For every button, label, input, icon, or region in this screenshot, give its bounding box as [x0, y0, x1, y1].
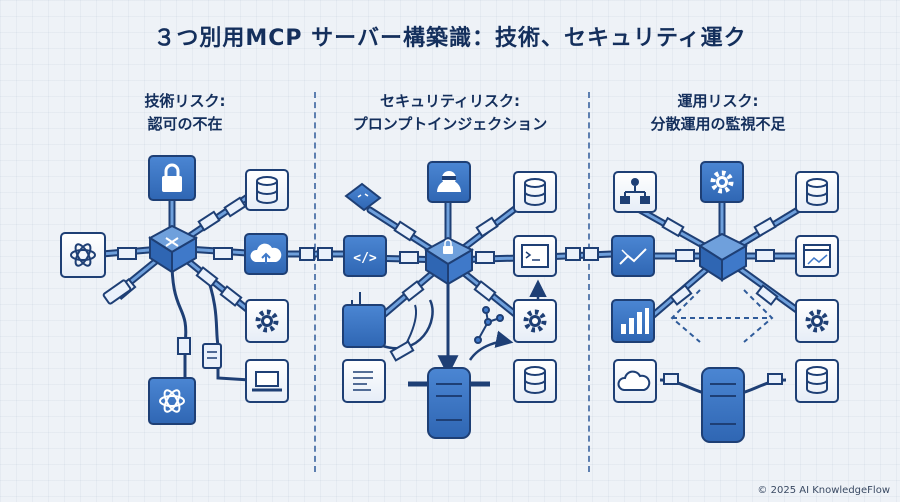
lock-icon	[148, 155, 196, 201]
gear-icon	[513, 299, 557, 343]
operational-hub	[698, 232, 749, 282]
panel-title-security: セキュリティリスク: プロンプトインジェクション	[300, 90, 600, 136]
network-icon	[474, 306, 504, 344]
svg-text:</>: </>	[353, 251, 377, 266]
panel-title-operational-line1: 運用リスク:	[677, 92, 759, 110]
panel-divider-1	[314, 92, 316, 472]
panel-title-operational: 運用リスク: 分散運用の監視不足	[568, 90, 868, 136]
technical-panel	[60, 155, 348, 425]
central-server-icon	[701, 367, 745, 443]
usb-plug-icon	[102, 279, 132, 305]
console-icon	[342, 304, 386, 348]
panel-divider-2	[588, 92, 590, 472]
laptop-icon	[245, 359, 289, 403]
cloud-icon	[613, 359, 657, 403]
monitor-window-icon	[795, 235, 839, 277]
gear-icon	[245, 299, 289, 343]
panel-title-security-line1: セキュリティリスク:	[379, 92, 521, 110]
hacker-icon	[427, 161, 471, 203]
document-icon	[342, 359, 386, 403]
cloud-upload-icon	[244, 233, 288, 275]
panel-title-technical-line2: 認可の不在	[147, 115, 223, 133]
panel-title-operational-line2: 分散運用の監視不足	[650, 115, 786, 133]
org-chart-icon	[613, 171, 657, 213]
central-server-icon	[408, 367, 490, 439]
security-panel: </>	[342, 161, 616, 439]
database-icon	[795, 359, 839, 403]
copyright-footer: © 2025 AI KnowledgeFlow	[757, 485, 890, 496]
operational-panel	[611, 161, 839, 443]
technical-hub	[148, 224, 199, 274]
ai-logo-icon	[60, 232, 106, 278]
server-icon	[202, 343, 222, 369]
database-icon	[795, 171, 839, 213]
ai-logo-icon-bottom	[148, 377, 196, 425]
database-icon	[513, 171, 557, 213]
analytics-icon	[611, 235, 655, 277]
gear-icon	[700, 161, 744, 203]
security-hub	[424, 236, 475, 286]
gear-icon	[795, 299, 839, 343]
database-icon	[245, 169, 289, 211]
panel-title-security-line2: プロンプトインジェクション	[352, 115, 548, 133]
code-window-icon	[344, 182, 382, 212]
page-title: ３つ別用MCP サーバー構築識：技術、セキュリティ運ク	[153, 26, 747, 51]
code-icon: </>	[343, 235, 387, 277]
terminal-icon	[513, 235, 557, 277]
technical-connectors	[113, 196, 333, 367]
panel-title-technical: 技術リスク: 認可の不在	[35, 90, 335, 136]
panel-title-technical-line1: 技術リスク:	[144, 92, 226, 110]
database-icon	[513, 359, 557, 403]
bar-chart-icon	[611, 299, 655, 343]
